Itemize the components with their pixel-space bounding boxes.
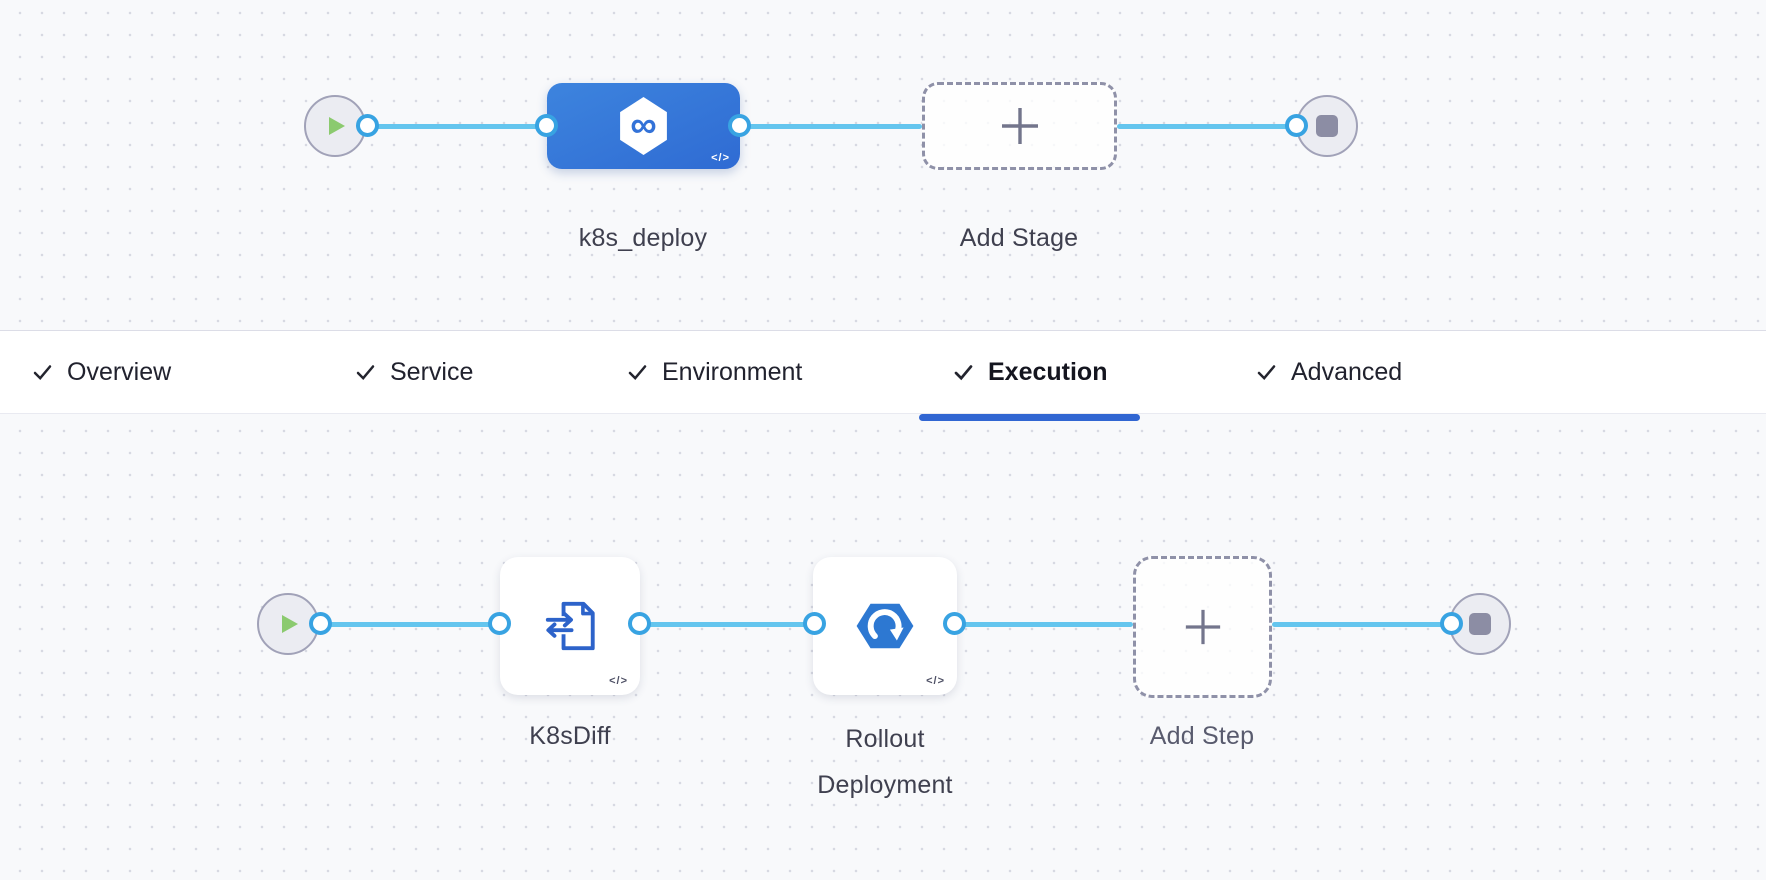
check-icon	[356, 364, 375, 380]
tab-label: Overview	[67, 357, 172, 386]
connector-line	[1272, 622, 1452, 627]
harness-loop-glyph: ∞	[630, 103, 657, 145]
tab-execution[interactable]: Execution	[918, 331, 1142, 421]
tab-label: Environment	[662, 357, 803, 386]
connector-port[interactable]	[728, 114, 751, 137]
code-view-icon[interactable]: </>	[609, 675, 628, 687]
add-stage-button[interactable]	[922, 82, 1117, 170]
stage-node-k8s-deploy[interactable]: ∞ </>	[547, 83, 740, 169]
connector-line	[1117, 124, 1297, 129]
stage-name-label: k8s_deploy	[578, 224, 708, 252]
tab-label: Execution	[988, 357, 1108, 386]
connector-port[interactable]	[1440, 612, 1463, 635]
step-name-label: Rollout Deployment	[817, 725, 953, 799]
connector-line	[321, 622, 500, 627]
connector-port[interactable]	[356, 114, 379, 137]
check-icon	[954, 364, 973, 380]
check-icon	[33, 364, 52, 380]
execution-start-node[interactable]	[257, 593, 319, 655]
connector-port[interactable]	[535, 114, 558, 137]
code-view-icon[interactable]: </>	[711, 152, 730, 164]
harness-stage-icon: ∞	[620, 97, 667, 155]
step-name-label: K8sDiff	[529, 722, 611, 750]
tab-service[interactable]: Service	[354, 331, 473, 413]
connector-port[interactable]	[628, 612, 651, 635]
connector-port[interactable]	[943, 612, 966, 635]
tab-label: Service	[390, 357, 474, 386]
check-icon	[628, 364, 647, 380]
connector-line	[955, 622, 1133, 627]
add-stage-label: Add Stage	[959, 224, 1079, 252]
add-step-label: Add Step	[1149, 722, 1255, 750]
add-step-button[interactable]	[1133, 556, 1272, 698]
play-icon	[282, 615, 298, 633]
connector-port[interactable]	[1285, 114, 1308, 137]
step-node-k8sdiff[interactable]: </>	[500, 557, 640, 695]
connector-line	[640, 622, 815, 627]
pipeline-start-node[interactable]	[304, 95, 366, 157]
connector-line	[740, 124, 922, 129]
stop-icon	[1316, 115, 1338, 137]
rollout-deployment-icon	[856, 603, 914, 649]
connector-line	[368, 124, 547, 129]
stop-icon	[1469, 613, 1491, 635]
connector-port[interactable]	[803, 612, 826, 635]
play-icon	[329, 117, 345, 135]
connector-port[interactable]	[309, 612, 332, 635]
tab-overview[interactable]: Overview	[31, 331, 171, 413]
connector-port[interactable]	[488, 612, 511, 635]
stage-config-tab-bar: Overview Service Environment Execution A…	[0, 330, 1766, 421]
code-view-icon[interactable]: </>	[926, 675, 945, 687]
plus-icon	[1001, 108, 1038, 144]
tab-environment[interactable]: Environment	[626, 331, 802, 413]
execution-graph-canvas: </> </> K8sDiff Rollout Deployment Add S…	[0, 414, 1766, 880]
check-icon	[1257, 364, 1276, 380]
plus-icon	[1185, 609, 1220, 645]
tab-label: Advanced	[1291, 357, 1403, 386]
tab-advanced[interactable]: Advanced	[1255, 331, 1402, 413]
k8s-diff-icon	[545, 601, 595, 651]
stage-graph-canvas: ∞ </> k8s_deploy Add Stage	[0, 0, 1766, 330]
step-node-rollout-deployment[interactable]: </>	[813, 557, 957, 695]
